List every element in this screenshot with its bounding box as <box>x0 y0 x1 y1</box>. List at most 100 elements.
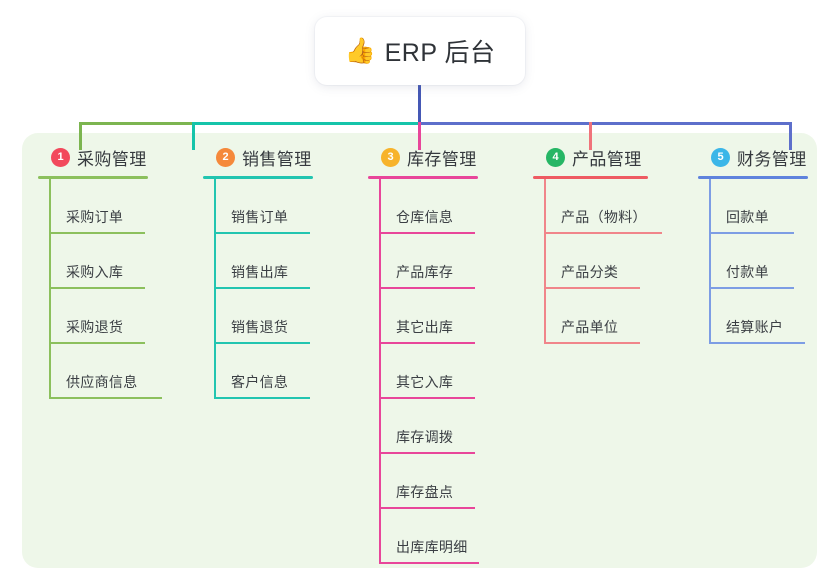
branch-number-badge: 2 <box>216 147 235 167</box>
branch-leaf-underline <box>379 342 475 344</box>
branch-title: 采购管理 <box>77 149 147 169</box>
branch-leaf-item[interactable]: 付款单 <box>698 234 839 289</box>
branch-number-badge: 5 <box>711 147 730 167</box>
branch-leaf-label: 产品（物料） <box>561 209 647 225</box>
branch-header-4[interactable]: 4 产品管理 <box>533 144 688 170</box>
branch-leaf-item[interactable]: 仓库信息 <box>368 179 518 234</box>
branch-leaf-item[interactable]: 客户信息 <box>203 344 353 399</box>
branch-leaf-underline <box>379 397 475 399</box>
branch-leaf-item[interactable]: 其它入库 <box>368 344 518 399</box>
branch-leaf-underline <box>214 232 310 234</box>
branch-column-4: 4 产品管理产品（物料） 产品分类产品单位 <box>533 144 688 344</box>
branch-leaf-item[interactable]: 产品（物料） <box>533 179 688 234</box>
branch-spine <box>379 179 381 564</box>
branch-header-rule <box>368 176 478 179</box>
branch-leaf-label: 供应商信息 <box>66 374 138 390</box>
branch-item-list: 仓库信息产品库存其它出库其它入库库存调拨库存盘点出库库明细 <box>368 179 518 564</box>
branch-title: 财务管理 <box>737 149 807 169</box>
branch-leaf-underline <box>49 397 162 399</box>
branch-leaf-item[interactable]: 产品分类 <box>533 234 688 289</box>
branch-leaf-item[interactable]: 结算账户 <box>698 289 839 344</box>
branch-header-1[interactable]: 1 采购管理 <box>38 144 188 170</box>
branch-leaf-item[interactable]: 回款单 <box>698 179 839 234</box>
branch-leaf-label: 采购入库 <box>66 264 124 280</box>
branch-leaf-item[interactable]: 库存盘点 <box>368 454 518 509</box>
branch-leaf-item[interactable]: 采购订单 <box>38 179 188 234</box>
branch-leaf-label: 产品单位 <box>561 319 619 335</box>
branch-leaf-item[interactable]: 产品库存 <box>368 234 518 289</box>
diagram-background-panel <box>22 133 817 568</box>
root-node-card[interactable]: 👍 ERP 后台 <box>315 17 525 85</box>
branch-leaf-label: 产品库存 <box>396 264 454 280</box>
branch-item-list: 采购订单采购入库采购退货供应商信息 <box>38 179 188 399</box>
branch-leaf-underline <box>544 287 640 289</box>
branch-leaf-underline <box>544 232 662 234</box>
branch-leaf-underline <box>214 397 310 399</box>
branch-leaf-underline <box>709 287 794 289</box>
branch-leaf-label: 采购退货 <box>66 319 124 335</box>
branch-leaf-underline <box>379 232 475 234</box>
branch-leaf-item[interactable]: 销售出库 <box>203 234 353 289</box>
branch-leaf-underline <box>379 287 475 289</box>
branch-header-rule <box>38 176 148 179</box>
branch-leaf-underline <box>709 342 805 344</box>
branch-leaf-underline <box>214 287 310 289</box>
branch-item-list: 回款单付款单结算账户 <box>698 179 839 344</box>
branch-spine <box>49 179 51 399</box>
branch-number-badge: 3 <box>381 147 400 167</box>
branch-leaf-label: 库存调拨 <box>396 429 454 445</box>
branch-leaf-label: 其它出库 <box>396 319 454 335</box>
branch-leaf-label: 产品分类 <box>561 264 619 280</box>
branch-column-5: 5 财务管理回款单付款单结算账户 <box>698 144 839 344</box>
branch-leaf-item[interactable]: 销售订单 <box>203 179 353 234</box>
branch-leaf-label: 客户信息 <box>231 374 289 390</box>
branch-leaf-item[interactable]: 销售退货 <box>203 289 353 344</box>
branch-leaf-item[interactable]: 供应商信息 <box>38 344 188 399</box>
branch-number-badge: 4 <box>546 147 565 167</box>
branch-leaf-label: 销售订单 <box>231 209 289 225</box>
root-node-title: ERP 后台 <box>384 39 496 67</box>
branch-leaf-label: 销售退货 <box>231 319 289 335</box>
branch-column-1: 1 采购管理采购订单采购入库采购退货供应商信息 <box>38 144 188 399</box>
branch-header-3[interactable]: 3 库存管理 <box>368 144 518 170</box>
branch-header-rule <box>698 176 808 179</box>
branch-leaf-underline <box>379 452 475 454</box>
branch-spine <box>709 179 711 344</box>
branch-leaf-item[interactable]: 采购入库 <box>38 234 188 289</box>
branch-leaf-item[interactable]: 出库库明细 <box>368 509 518 564</box>
branch-leaf-label: 销售出库 <box>231 264 289 280</box>
branch-title: 库存管理 <box>407 149 477 169</box>
branch-column-2: 2 销售管理销售订单销售出库销售退货客户信息 <box>203 144 353 399</box>
branch-leaf-underline <box>49 232 145 234</box>
branch-leaf-label: 结算账户 <box>726 319 784 335</box>
branch-leaf-underline <box>544 342 640 344</box>
branch-leaf-underline <box>379 562 479 564</box>
branch-leaf-label: 其它入库 <box>396 374 454 390</box>
branch-number-badge: 1 <box>51 147 70 167</box>
branch-column-3: 3 库存管理仓库信息产品库存其它出库其它入库库存调拨库存盘点出库库明细 <box>368 144 518 564</box>
branch-spine <box>544 179 546 344</box>
branch-leaf-underline <box>49 287 145 289</box>
branch-leaf-label: 回款单 <box>726 209 769 225</box>
branch-item-list: 产品（物料） 产品分类产品单位 <box>533 179 688 344</box>
branch-spine <box>214 179 216 399</box>
branch-leaf-label: 出库库明细 <box>396 539 468 555</box>
branch-leaf-item[interactable]: 采购退货 <box>38 289 188 344</box>
branch-leaf-underline <box>379 507 475 509</box>
branch-title: 销售管理 <box>242 149 312 169</box>
branch-leaf-item[interactable]: 其它出库 <box>368 289 518 344</box>
branch-leaf-item[interactable]: 库存调拨 <box>368 399 518 454</box>
branch-leaf-underline <box>709 232 794 234</box>
branch-leaf-label: 采购订单 <box>66 209 124 225</box>
branch-item-list: 销售订单销售出库销售退货客户信息 <box>203 179 353 399</box>
branch-leaf-underline <box>214 342 310 344</box>
branch-leaf-label: 库存盘点 <box>396 484 454 500</box>
branch-header-rule <box>203 176 313 179</box>
branch-header-rule <box>533 176 648 179</box>
branch-header-2[interactable]: 2 销售管理 <box>203 144 353 170</box>
branch-title: 产品管理 <box>572 149 642 169</box>
branch-leaf-label: 仓库信息 <box>396 209 454 225</box>
branch-leaf-item[interactable]: 产品单位 <box>533 289 688 344</box>
thumbs-up-icon: 👍 <box>344 36 376 65</box>
branch-header-5[interactable]: 5 财务管理 <box>698 144 839 170</box>
